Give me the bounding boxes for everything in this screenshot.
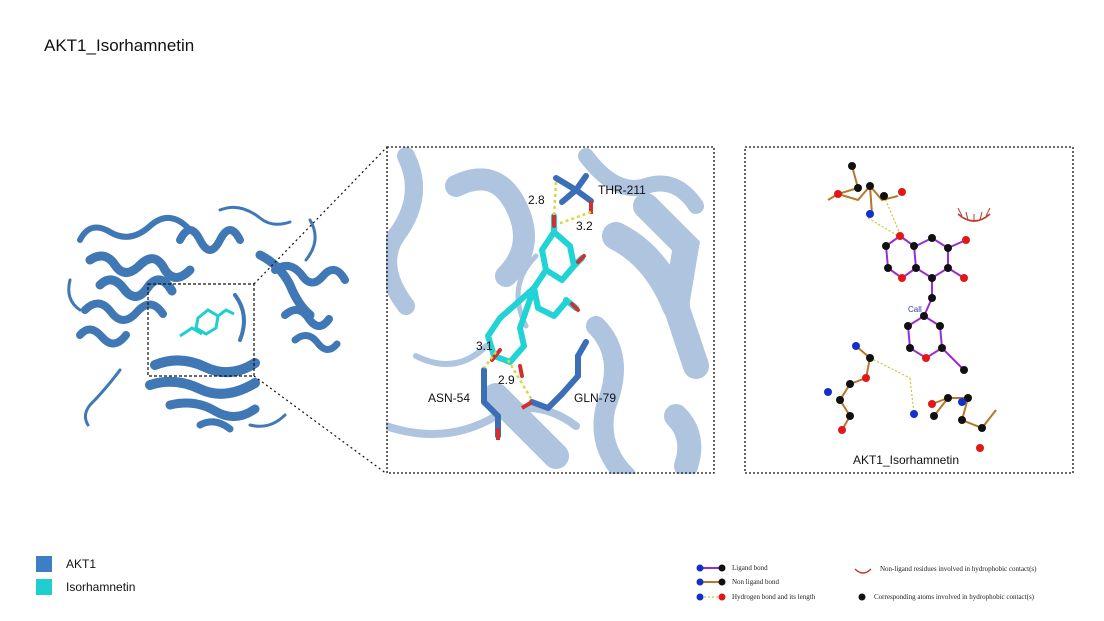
structure-legend: AKT1 Isorhamnetin xyxy=(36,552,135,598)
distance-label: 3.2 xyxy=(576,219,593,233)
protein-overview xyxy=(60,200,350,450)
binding-site-view: THR-211 ASN-54 GLN-79 2.8 3.2 3.1 2.9 xyxy=(379,146,715,486)
legend-label: Isorhamnetin xyxy=(66,579,136,594)
legend-text: Hydrogen bond and its length xyxy=(732,593,816,601)
residue-label: ASN-54 xyxy=(428,391,470,405)
legend-text: Non-ligand residues involved in hydropho… xyxy=(880,565,1037,573)
legend-text: Corresponding atoms involved in hydropho… xyxy=(874,593,1034,601)
binding-site-panel: THR-211 ASN-54 GLN-79 2.8 3.2 3.1 2.9 xyxy=(379,146,715,486)
figure-title: AKT1_Isorhamnetin xyxy=(44,36,195,55)
non-ligand-bond-icon xyxy=(696,578,726,586)
residue-label: GLN-79 xyxy=(574,391,616,405)
protein-cartoon xyxy=(67,205,349,433)
interaction-map-panel: Call AKT1_Isorhamnetin xyxy=(744,146,1074,474)
ligand-swatch xyxy=(36,578,52,595)
ligand-bond-icon xyxy=(696,564,726,572)
interaction-map-caption: AKT1_Isorhamnetin xyxy=(853,453,959,467)
residue-label: THR-211 xyxy=(598,183,646,197)
legend-text: Ligand bond xyxy=(732,564,768,572)
ligand-label: Call xyxy=(908,305,922,314)
distance-label: 2.9 xyxy=(498,373,515,387)
legend-text: Non ligand bond xyxy=(732,578,780,586)
distance-label: 3.1 xyxy=(476,339,493,353)
ligand-bond-key: Ligand bond xyxy=(696,563,768,573)
hbond-key: Hydrogen bond and its length xyxy=(696,592,815,602)
legend-label: AKT1 xyxy=(66,556,97,571)
non-ligand-bond-key: Non ligand bond xyxy=(696,577,779,587)
hbond-icon xyxy=(696,593,726,601)
hydrophobic-arc-icon xyxy=(854,568,872,574)
distance-label: 2.8 xyxy=(528,193,545,207)
legend-entry: Isorhamnetin xyxy=(36,575,135,598)
protein-swatch xyxy=(36,555,52,572)
interaction-map: Call AKT1_Isorhamnetin xyxy=(744,146,1074,474)
hydrophobic-atoms-key: Corresponding atoms involved in hydropho… xyxy=(856,592,1034,602)
interaction-legend: Ligand bond Non ligand bond Hydrogen bon… xyxy=(692,563,1092,607)
legend-entry: AKT1 xyxy=(36,552,135,575)
hydrophobic-atom-icon xyxy=(858,593,866,601)
hydrophobic-key: Non-ligand residues involved in hydropho… xyxy=(852,565,1060,577)
